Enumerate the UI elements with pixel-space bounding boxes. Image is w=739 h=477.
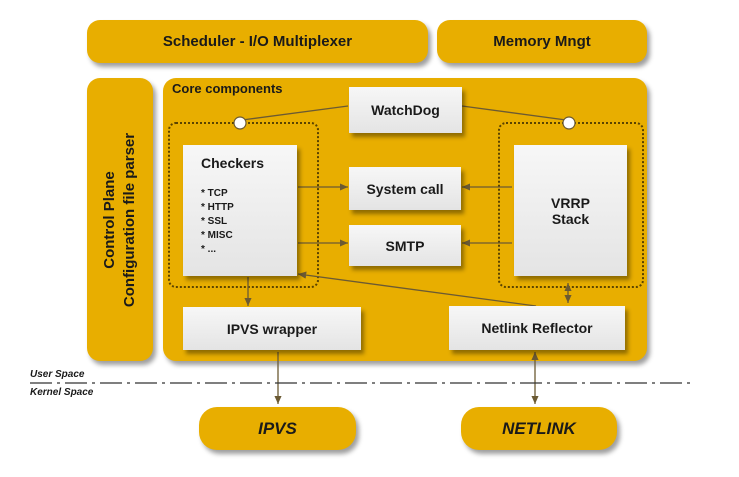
system-call-label: System call xyxy=(366,180,444,197)
watchdog-to-checkers-line xyxy=(241,105,349,121)
watchdog-box: WatchDog xyxy=(349,87,462,133)
vrrp-label: VRRP xyxy=(551,194,590,211)
netlink-label: NETLINK xyxy=(502,418,576,438)
checkers-box: Checkers TCP HTTP SSL MISC ... xyxy=(183,145,297,276)
watchdog-label: WatchDog xyxy=(371,102,440,118)
scheduler-label: Scheduler - I/O Multiplexer xyxy=(162,33,353,50)
smtp-label: SMTP xyxy=(385,237,425,254)
core-components-title: Core components xyxy=(172,81,283,96)
memory-box: Memory Mngt xyxy=(437,20,647,63)
ipvs-box: IPVS xyxy=(199,407,356,450)
checker-item: HTTP xyxy=(201,201,234,215)
checkers-watch-point xyxy=(233,116,247,130)
netlink-box: NETLINK xyxy=(461,407,617,450)
user-space-label: User Space xyxy=(30,369,85,380)
watchdog-to-vrrp-line xyxy=(461,105,567,121)
ipvs-label: IPVS xyxy=(258,418,297,438)
checker-item: SSL xyxy=(201,215,234,229)
control-plane-box: Control Plane Configuration file parser xyxy=(87,78,153,361)
kernel-space-label: Kernel Space xyxy=(30,387,94,398)
vrrp-stack-label: Stack xyxy=(551,210,590,227)
reflector-to-checkers-arrow xyxy=(297,271,537,307)
smtp-box: SMTP xyxy=(349,225,461,266)
vrrp-stack-box: VRRP Stack xyxy=(514,145,627,276)
checkers-title: Checkers xyxy=(201,155,265,171)
checker-item: ... xyxy=(201,243,234,257)
ipvs-wrapper-box: IPVS wrapper xyxy=(183,307,361,350)
scheduler-box: Scheduler - I/O Multiplexer xyxy=(87,20,428,63)
checker-item: TCP xyxy=(201,187,234,201)
system-call-box: System call xyxy=(349,167,461,210)
memory-label: Memory Mngt xyxy=(493,33,591,50)
netlink-reflector-label: Netlink Reflector xyxy=(481,320,593,336)
checker-item: MISC xyxy=(201,229,234,243)
netlink-reflector-box: Netlink Reflector xyxy=(449,306,625,350)
ipvs-wrapper-label: IPVS wrapper xyxy=(226,320,318,337)
checkers-list: TCP HTTP SSL MISC ... xyxy=(201,187,234,257)
vrrp-watch-point xyxy=(562,116,576,130)
